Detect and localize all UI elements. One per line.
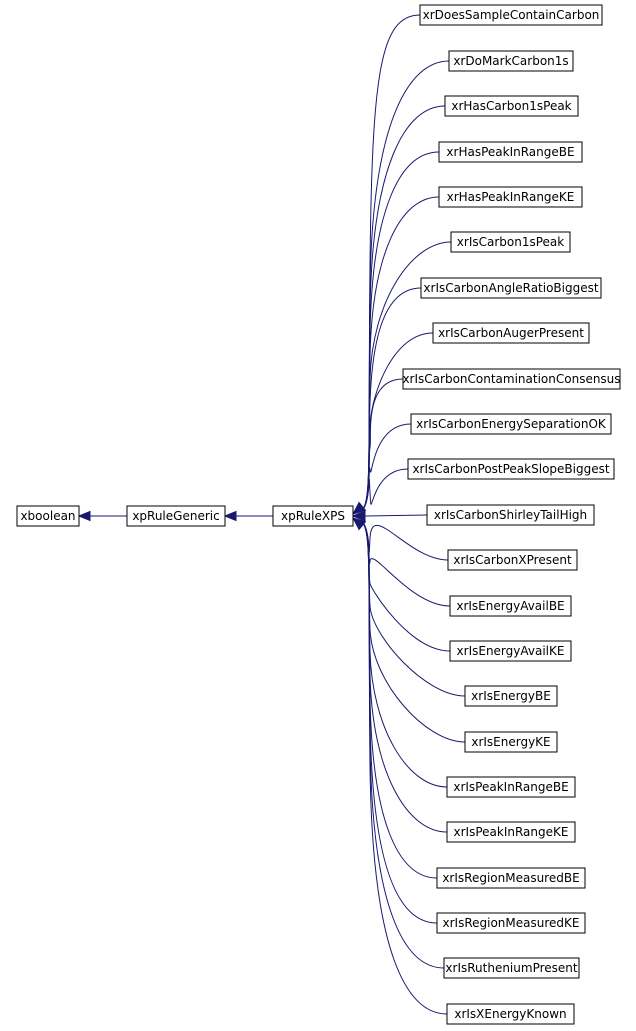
node-label-xrHasCarbon1sPeak: xrHasCarbon1sPeak xyxy=(451,99,571,113)
node-xrIsCarbonPostPeakSlopeBiggest[interactable]: xrIsCarbonPostPeakSlopeBiggest xyxy=(407,458,615,480)
node-xrIsCarbon1sPeak[interactable]: xrIsCarbon1sPeak xyxy=(450,231,571,253)
edge-xpRuleXPS-to-xpRuleGeneric-arrowhead xyxy=(223,510,237,522)
node-label-xrIsPeakInRangeBE: xrIsPeakInRangeBE xyxy=(453,780,568,794)
node-label-xboolean: xboolean xyxy=(20,509,75,523)
node-label-xpRuleXPS: xpRuleXPS xyxy=(281,509,345,523)
node-xrIsCarbonAngleRatioBiggest[interactable]: xrIsCarbonAngleRatioBiggest xyxy=(420,277,602,299)
node-label-xrIsCarbonAugerPresent: xrIsCarbonAugerPresent xyxy=(438,326,584,340)
node-xrHasPeakInRangeKE[interactable]: xrHasPeakInRangeKE xyxy=(438,186,583,208)
node-xrIsCarbonShirleyTailHigh[interactable]: xrIsCarbonShirleyTailHigh xyxy=(426,504,595,526)
node-label-xrIsCarbonPostPeakSlopeBiggest: xrIsCarbonPostPeakSlopeBiggest xyxy=(412,462,609,476)
arrowhead-xpRuleXPS-lower xyxy=(351,517,367,531)
node-label-xrIsXEnergyKnown: xrIsXEnergyKnown xyxy=(454,1007,566,1021)
node-label-xrDoMarkCarbon1s: xrDoMarkCarbon1s xyxy=(453,54,568,68)
node-xrIsXEnergyKnown[interactable]: xrIsXEnergyKnown xyxy=(446,1003,575,1025)
arrowhead-xpRuleXPS-upper xyxy=(351,501,367,515)
node-xrIsRegionMeasuredBE[interactable]: xrIsRegionMeasuredBE xyxy=(436,867,586,889)
node-label-xrIsCarbonAngleRatioBiggest: xrIsCarbonAngleRatioBiggest xyxy=(423,281,598,295)
node-xpRuleXPS[interactable]: xpRuleXPS xyxy=(272,505,354,527)
node-label-xrIsEnergyAvailBE: xrIsEnergyAvailBE xyxy=(456,599,564,613)
edge-xrIsCarbonXPresent-to-xpRuleXPS xyxy=(360,520,449,561)
node-label-xrIsCarbon1sPeak: xrIsCarbon1sPeak xyxy=(457,235,564,249)
node-xrIsCarbonAugerPresent[interactable]: xrIsCarbonAugerPresent xyxy=(432,322,590,344)
edge-xrIsRegionMeasuredKE-to-xpRuleXPS xyxy=(360,520,438,924)
edges-layer xyxy=(77,14,466,1015)
node-xrDoMarkCarbon1s[interactable]: xrDoMarkCarbon1s xyxy=(448,50,574,72)
edge-xrIsCarbonPostPeakSlopeBiggest-to-xpRuleXPS xyxy=(360,468,409,512)
node-label-xrIsCarbonXPresent: xrIsCarbonXPresent xyxy=(453,553,572,567)
node-label-xrIsCarbonContaminationConsensus: xrIsCarbonContaminationConsensus xyxy=(402,372,620,386)
node-label-xpRuleGeneric: xpRuleGeneric xyxy=(132,509,219,523)
node-xrIsEnergyAvailKE[interactable]: xrIsEnergyAvailKE xyxy=(449,640,572,662)
node-xrIsCarbonEnergySeparationOK[interactable]: xrIsCarbonEnergySeparationOK xyxy=(410,413,612,435)
edge-xpRuleGeneric-to-xboolean-arrowhead xyxy=(77,510,91,522)
node-label-xrIsCarbonShirleyTailHigh: xrIsCarbonShirleyTailHigh xyxy=(434,508,587,522)
node-label-xrIsPeakInRangeKE: xrIsPeakInRangeKE xyxy=(454,825,569,839)
node-xrIsEnergyKE[interactable]: xrIsEnergyKE xyxy=(464,731,558,753)
node-label-xrIsRutheniumPresent: xrIsRutheniumPresent xyxy=(445,961,577,975)
edge-xrHasPeakInRangeBE-to-xpRuleXPS xyxy=(360,151,440,512)
node-xpRuleGeneric[interactable]: xpRuleGeneric xyxy=(126,505,226,527)
node-xrIsPeakInRangeBE[interactable]: xrIsPeakInRangeBE xyxy=(446,776,576,798)
node-xrIsCarbonXPresent[interactable]: xrIsCarbonXPresent xyxy=(447,549,578,571)
node-label-xrIsRegionMeasuredKE: xrIsRegionMeasuredKE xyxy=(443,916,580,930)
node-label-xrHasPeakInRangeKE: xrHasPeakInRangeKE xyxy=(447,190,575,204)
edge-xrIsEnergyAvailBE-to-xpRuleXPS xyxy=(360,520,451,607)
children-layer: xrDoesSampleContainCarbon xrDoMarkCarbon1… xyxy=(402,4,621,1025)
node-label-xrIsCarbonEnergySeparationOK: xrIsCarbonEnergySeparationOK xyxy=(416,417,607,431)
node-label-xrHasPeakInRangeBE: xrHasPeakInRangeBE xyxy=(446,145,574,159)
node-xboolean[interactable]: xboolean xyxy=(16,505,80,527)
node-xrIsRutheniumPresent[interactable]: xrIsRutheniumPresent xyxy=(443,957,580,979)
node-label-xrDoesSampleContainCarbon: xrDoesSampleContainCarbon xyxy=(423,8,600,22)
node-xrHasCarbon1sPeak[interactable]: xrHasCarbon1sPeak xyxy=(444,95,579,117)
node-label-xrIsEnergyKE: xrIsEnergyKE xyxy=(471,735,550,749)
arrowhead-xpRuleXPS-level xyxy=(351,510,366,522)
edge-xrIsXEnergyKnown-to-xpRuleXPS xyxy=(360,520,448,1015)
node-label-xrIsRegionMeasuredBE: xrIsRegionMeasuredBE xyxy=(442,871,579,885)
edge-xrIsCarbonShirleyTailHigh-to-xpRuleXPS xyxy=(364,514,428,517)
node-xrIsRegionMeasuredKE[interactable]: xrIsRegionMeasuredKE xyxy=(436,912,586,934)
edge-xrIsRutheniumPresent-to-xpRuleXPS xyxy=(360,520,445,969)
node-xrIsEnergyBE[interactable]: xrIsEnergyBE xyxy=(464,685,558,707)
node-xrDoesSampleContainCarbon[interactable]: xrDoesSampleContainCarbon xyxy=(419,4,603,26)
node-xrIsCarbonContaminationConsensus[interactable]: xrIsCarbonContaminationConsensus xyxy=(402,368,621,390)
node-label-xrIsEnergyBE: xrIsEnergyBE xyxy=(471,689,551,703)
node-xrIsPeakInRangeKE[interactable]: xrIsPeakInRangeKE xyxy=(446,821,576,843)
node-xrIsEnergyAvailBE[interactable]: xrIsEnergyAvailBE xyxy=(449,595,572,617)
node-label-xrIsEnergyAvailKE: xrIsEnergyAvailKE xyxy=(457,644,565,658)
node-xrHasPeakInRangeBE[interactable]: xrHasPeakInRangeBE xyxy=(438,141,583,163)
